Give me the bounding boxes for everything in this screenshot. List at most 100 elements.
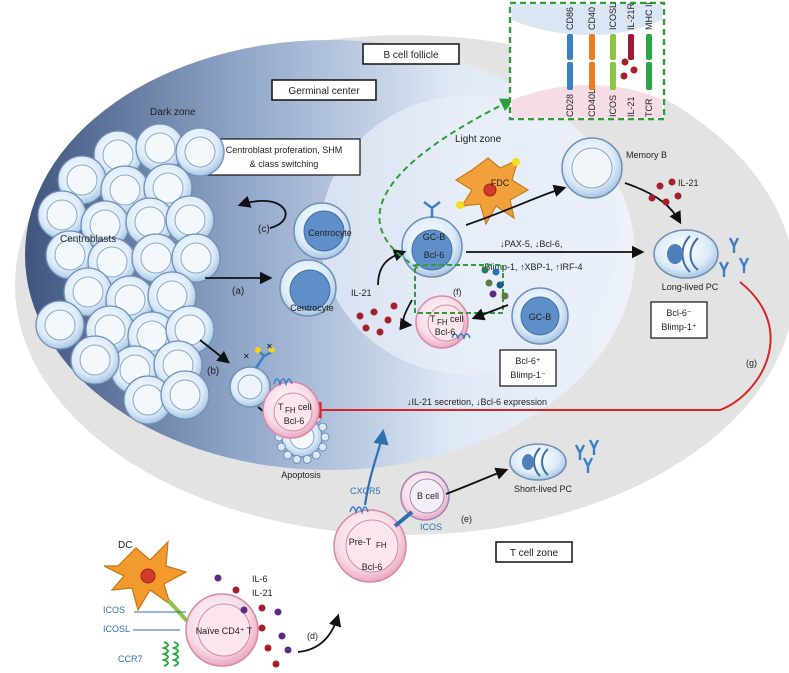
- receptor-bottom-label: CD40L: [587, 89, 597, 117]
- centroblast-nucleus: [44, 309, 76, 341]
- tfh-mid-bcl6: Bcl-6: [284, 416, 305, 426]
- blimp1-neg-label: Blimp-1⁻: [510, 370, 546, 380]
- short-lived-pc-label: Short-lived PC: [514, 484, 573, 494]
- bcl6-neg-box: [650, 301, 708, 339]
- il21-bottom-label: IL-21: [252, 588, 273, 598]
- il21-left-label: IL-21: [351, 288, 372, 298]
- centroblast-nucleus: [174, 204, 206, 236]
- b-cell-follicle-box: [362, 43, 460, 65]
- il21-dots-left: [356, 302, 398, 336]
- short-lived-pc-cell: [509, 443, 567, 481]
- centroblast-nucleus: [54, 239, 86, 271]
- il21-memory-label: IL-21: [678, 178, 699, 188]
- centroblast-proliferation-box: [207, 138, 361, 176]
- b-cell-bottom: [400, 471, 450, 521]
- tfh-mid-sub: FH: [285, 406, 296, 415]
- step-a-label: (a): [232, 286, 244, 297]
- receptor-bottom-label: TCR: [644, 98, 654, 117]
- step-d-label: (d): [307, 631, 318, 641]
- step-c-label: (c): [258, 224, 270, 235]
- pre-tfh-label: Pre-T: [349, 537, 372, 547]
- fdc-label: FDC: [491, 178, 510, 188]
- centroblast-nucleus: [152, 172, 184, 204]
- centroblast-nucleus: [72, 276, 104, 308]
- centroblast-nucleus: [114, 284, 146, 316]
- tfh-mid-cell: cell: [298, 402, 312, 412]
- apoptotic-bleb: [302, 454, 312, 464]
- icosl-label: ICOSL: [103, 624, 130, 634]
- centrocyte-upper-label: Centrocyte: [308, 228, 352, 238]
- receptor-bottom-label: IL-21: [626, 96, 636, 117]
- green-dashed-connector: [378, 98, 515, 269]
- centroblast-nucleus: [169, 379, 201, 411]
- apoptotic-bleb: [320, 432, 330, 442]
- cxcr5-arrow: [363, 428, 389, 506]
- centroblasts-label: Centroblasts: [60, 234, 116, 245]
- receptor-bottom-labels: CD28 CD40L ICOS IL-21 TCR: [565, 89, 654, 117]
- apoptotic-bleb: [276, 442, 286, 452]
- receptor-top-label: CD40: [587, 7, 597, 30]
- apoptotic-cell: [274, 410, 330, 464]
- memory-b-label: Memory B: [626, 150, 667, 160]
- step-f-label: (f): [453, 287, 462, 297]
- receptor-bottom-label: CD28: [565, 94, 575, 117]
- bcl6-neg-label: Bcl-6⁻: [666, 308, 692, 318]
- interaction-highlight-box: [414, 264, 504, 314]
- apoptotic-bleb: [292, 454, 302, 464]
- centroblast-nucleus: [46, 199, 78, 231]
- pre-tfh-sub: FH: [376, 541, 387, 550]
- cxcr5-label: CXCR5: [350, 486, 381, 496]
- apoptosis-label: Apoptosis: [281, 470, 321, 480]
- pre-apoptosis-cell: ✕ ✕: [229, 342, 275, 408]
- b-cell-label: B cell: [417, 491, 439, 501]
- arrow-d: [297, 613, 342, 653]
- icos-mid-label: ICOS: [420, 522, 442, 532]
- centroblast-proliferation-line1: Centroblast proferation, SHM: [226, 145, 343, 155]
- icosl-receptor: [166, 598, 190, 624]
- t-cell-zone-label: T cell zone: [510, 548, 559, 559]
- receptor-bottom-label: ICOS: [608, 95, 618, 117]
- antibody-icons-long-lived: [718, 237, 750, 277]
- ccr7-label: CCR7: [118, 654, 143, 664]
- icos-dc-label: ICOS: [103, 605, 125, 615]
- long-lived-pc-cell: [653, 229, 719, 279]
- receptor-top-label: ICOSL: [608, 3, 618, 30]
- centroblast-proliferation-line2: & class switching: [250, 159, 319, 169]
- arrow-gcb-to-tfh: [399, 299, 413, 331]
- gc-b-cell-2: [511, 287, 569, 345]
- centroblast-nucleus: [109, 174, 141, 206]
- bcl6-pos-label: Bcl-6⁺: [515, 356, 541, 366]
- centrocyte-lower-label: Centrocyte: [290, 303, 334, 313]
- germinal-center-label: Germinal center: [288, 86, 360, 97]
- naive-cd4-label: Naïve CD4⁺ T: [196, 626, 253, 636]
- centroblast-nucleus: [180, 242, 212, 274]
- receptor-top-label: CD86: [565, 7, 575, 30]
- arrow-c: [237, 195, 287, 229]
- blimp-text: ↑Blimp-1, ↑XBP-1, ↑IRF-4: [480, 262, 583, 272]
- il21-secretion-label: ↓IL-21 secretion, ↓Bcl-6 expression: [407, 397, 547, 407]
- dendritic-cell: [103, 540, 188, 612]
- centroblast-nucleus: [79, 344, 111, 376]
- cytokine-dots-bottom: [214, 574, 292, 668]
- centroblast-nucleus: [144, 132, 176, 164]
- centrocyte-lower-cell: [279, 259, 337, 317]
- centrocyte-upper-cell: [293, 202, 351, 260]
- tfh-cell-middle: [262, 378, 320, 439]
- arrow-bcell-to-shortlived: [445, 467, 509, 495]
- svg-text:✕: ✕: [243, 352, 250, 361]
- antibody-icons-short-lived: [574, 439, 600, 473]
- il6-label: IL-6: [252, 574, 268, 584]
- step-b-label: (b): [207, 366, 219, 377]
- apoptotic-bleb: [311, 450, 321, 460]
- memory-b-cell: [561, 137, 623, 199]
- tfh-mid-T: T: [278, 402, 284, 412]
- centroblast-nucleus: [102, 139, 134, 171]
- pre-tfh-cell: [333, 506, 414, 583]
- tfh-lz-bcl6: Bcl-6: [435, 327, 456, 337]
- arrow-il21-to-gcb: [377, 249, 407, 286]
- centroblast-nucleus: [132, 384, 164, 416]
- receptor-top-label: IL-21R: [626, 2, 636, 30]
- gc-b-label: GC-B: [423, 232, 446, 242]
